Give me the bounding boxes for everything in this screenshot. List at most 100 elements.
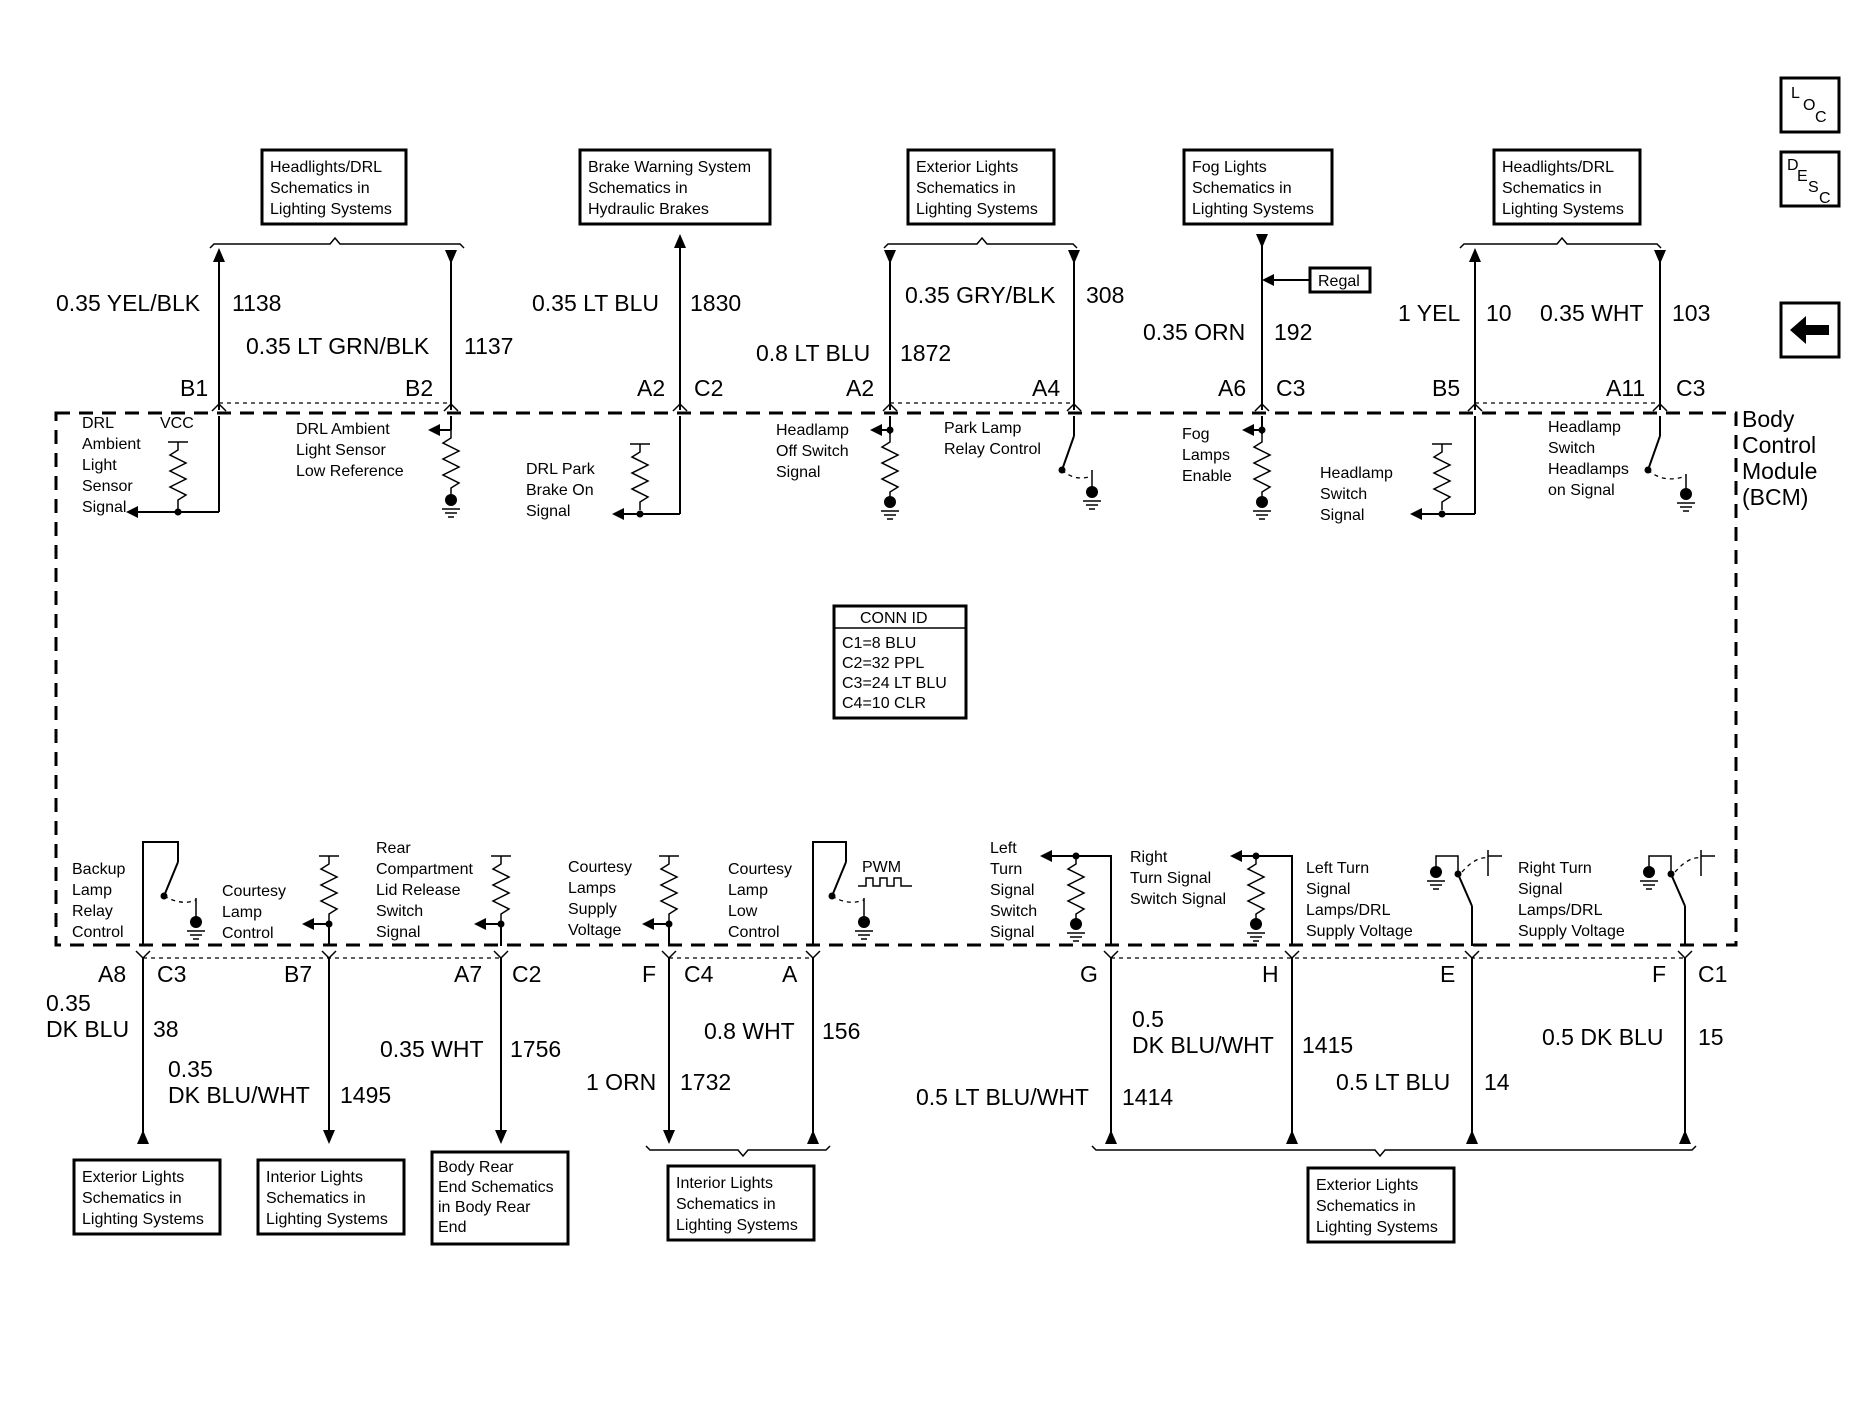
svg-text:Module: Module	[1742, 458, 1817, 484]
svg-text:B1: B1	[180, 375, 208, 401]
loc-button[interactable]: L O C	[1779, 76, 1841, 134]
svg-text:Courtesy: Courtesy	[728, 861, 792, 878]
bottom-bracket-5	[1091, 1145, 1697, 1158]
bottom-wire-14: E 0.5 LT BLU 14	[1336, 958, 1510, 1144]
svg-text:Low: Low	[728, 903, 758, 920]
svg-text:0.5 LT BLU/WHT: 0.5 LT BLU/WHT	[916, 1084, 1089, 1110]
svg-text:10: 10	[1486, 300, 1512, 326]
svg-text:Rear: Rear	[376, 840, 411, 857]
svg-text:Right Turn: Right Turn	[1518, 860, 1592, 877]
svg-text:38: 38	[153, 1016, 179, 1042]
top-bracket-3	[883, 236, 1078, 249]
svg-text:Sensor: Sensor	[82, 478, 133, 495]
regal-option-label: Regal	[1262, 266, 1372, 294]
top-ref-2[interactable]: Brake Warning System Schematics in Hydra…	[578, 148, 772, 226]
top-wire-192: 0.35 ORN 192 A6 C3	[1143, 234, 1312, 410]
drl-ambient-light-sensor-low-reference: DRL Ambient Light Sensor Low Reference	[296, 416, 461, 518]
svg-text:Supply Voltage: Supply Voltage	[1306, 923, 1413, 940]
svg-text:Backup: Backup	[72, 861, 125, 878]
svg-text:Lighting Systems: Lighting Systems	[1192, 201, 1314, 218]
top-ref-4[interactable]: Fog Lights Schematics in Lighting System…	[1182, 148, 1334, 226]
bcm-label: Body Control Module (BCM)	[1742, 406, 1817, 510]
svg-text:Schematics in: Schematics in	[588, 180, 688, 197]
top-wire-308: 0.35 GRY/BLK 308 A4	[905, 250, 1124, 410]
svg-text:0.35 GRY/BLK: 0.35 GRY/BLK	[905, 282, 1056, 308]
svg-text:A: A	[782, 961, 798, 987]
svg-text:on Signal: on Signal	[1548, 482, 1615, 499]
svg-text:Body Rear: Body Rear	[438, 1159, 514, 1176]
svg-text:C4=10 CLR: C4=10 CLR	[842, 695, 926, 712]
svg-text:Lamps/DRL: Lamps/DRL	[1306, 902, 1391, 919]
svg-text:Signal: Signal	[1320, 507, 1364, 524]
svg-text:Turn Signal: Turn Signal	[1130, 870, 1211, 887]
svg-text:1 ORN: 1 ORN	[586, 1069, 656, 1095]
svg-text:15: 15	[1698, 1024, 1724, 1050]
pwm-waveform-icon	[858, 877, 912, 887]
svg-text:Interior Lights: Interior Lights	[266, 1169, 363, 1186]
svg-text:Exterior Lights: Exterior Lights	[82, 1169, 184, 1186]
svg-text:1495: 1495	[340, 1082, 391, 1108]
svg-text:Supply: Supply	[568, 901, 617, 918]
park-lamp-relay-control: Park Lamp Relay Control	[944, 416, 1102, 510]
svg-text:Left: Left	[990, 840, 1017, 857]
svg-text:(BCM): (BCM)	[1742, 484, 1808, 510]
svg-text:0.35 LT GRN/BLK: 0.35 LT GRN/BLK	[246, 333, 430, 359]
svg-text:Headlamp: Headlamp	[776, 422, 849, 439]
top-ref-5[interactable]: Headlights/DRL Schematics in Lighting Sy…	[1492, 148, 1642, 226]
svg-text:D: D	[1787, 157, 1799, 174]
svg-text:Switch: Switch	[1548, 440, 1595, 457]
bottom-wire-15: F C1 0.5 DK BLU 15	[1542, 958, 1727, 1144]
svg-text:Brake Warning System: Brake Warning System	[588, 159, 751, 176]
svg-text:C: C	[1815, 109, 1827, 126]
svg-text:1137: 1137	[464, 333, 513, 359]
svg-text:Schematics in: Schematics in	[676, 1196, 776, 1213]
svg-text:Lighting Systems: Lighting Systems	[270, 201, 392, 218]
svg-text:Lighting Systems: Lighting Systems	[1502, 201, 1624, 218]
svg-text:Signal: Signal	[82, 499, 126, 516]
svg-text:308: 308	[1086, 282, 1124, 308]
svg-text:A4: A4	[1032, 375, 1060, 401]
svg-text:Switch Signal: Switch Signal	[1130, 891, 1226, 908]
svg-text:0.35 YEL/BLK: 0.35 YEL/BLK	[56, 290, 201, 316]
bottom-ref-4[interactable]: Interior Lights Schematics in Lighting S…	[666, 1164, 816, 1242]
svg-text:0.35 LT BLU: 0.35 LT BLU	[532, 290, 659, 316]
headlamp-switch-signal: Headlamp Switch Signal	[1320, 416, 1476, 524]
svg-text:0.5 DK BLU: 0.5 DK BLU	[1542, 1024, 1663, 1050]
svg-text:Courtesy: Courtesy	[222, 883, 286, 900]
bottom-ref-3[interactable]: Body Rear End Schematics in Body Rear En…	[430, 1150, 570, 1246]
svg-text:Fog: Fog	[1182, 426, 1210, 443]
desc-button[interactable]: D E S C	[1779, 150, 1841, 208]
bottom-ref-1[interactable]: Exterior Lights Schematics in Lighting S…	[72, 1158, 222, 1236]
bottom-bracket-4	[645, 1145, 831, 1158]
svg-text:C3: C3	[157, 961, 186, 987]
svg-text:C2=32 PPL: C2=32 PPL	[842, 655, 924, 672]
svg-text:Switch: Switch	[990, 903, 1037, 920]
top-wire-1872: 0.8 LT BLU 1872 A2	[756, 250, 951, 410]
headlamp-off-switch-signal: Headlamp Off Switch Signal	[776, 416, 900, 520]
svg-text:Headlamps: Headlamps	[1548, 461, 1629, 478]
back-button[interactable]	[1779, 301, 1841, 359]
svg-text:Schematics in: Schematics in	[1316, 1198, 1416, 1215]
svg-text:Control: Control	[1742, 432, 1816, 458]
svg-text:B5: B5	[1432, 375, 1460, 401]
svg-text:Lamps: Lamps	[568, 880, 616, 897]
bottom-wire-38: A8 C3 0.35 DK BLU 38	[46, 958, 186, 1144]
svg-text:A6: A6	[1218, 375, 1246, 401]
bottom-wire-1756: A7 C2 0.35 WHT 1756	[380, 958, 561, 1144]
top-wire-103: 0.35 WHT 103 A11 C3	[1540, 250, 1710, 410]
svg-text:Signal: Signal	[990, 924, 1034, 941]
svg-text:Headlights/DRL: Headlights/DRL	[1502, 159, 1614, 176]
top-ref-1[interactable]: Headlights/DRL Schematics in Lighting Sy…	[260, 148, 408, 226]
bottom-ref-2[interactable]: Interior Lights Schematics in Lighting S…	[256, 1158, 406, 1236]
svg-text:Control: Control	[222, 925, 274, 942]
svg-text:Headlights/DRL: Headlights/DRL	[270, 159, 382, 176]
svg-text:Schematics in: Schematics in	[270, 180, 370, 197]
svg-text:DRL Park: DRL Park	[526, 461, 596, 478]
svg-text:VCC: VCC	[160, 415, 194, 432]
top-wire-1138: 0.35 YEL/BLK 1138 B1	[56, 248, 281, 410]
top-ref-3[interactable]: Exterior Lights Schematics in Lighting S…	[906, 148, 1056, 226]
bottom-ref-5[interactable]: Exterior Lights Schematics in Lighting S…	[1306, 1166, 1456, 1244]
svg-text:Body: Body	[1742, 406, 1795, 432]
svg-text:C4: C4	[684, 961, 714, 987]
svg-text:Lamp: Lamp	[728, 882, 768, 899]
